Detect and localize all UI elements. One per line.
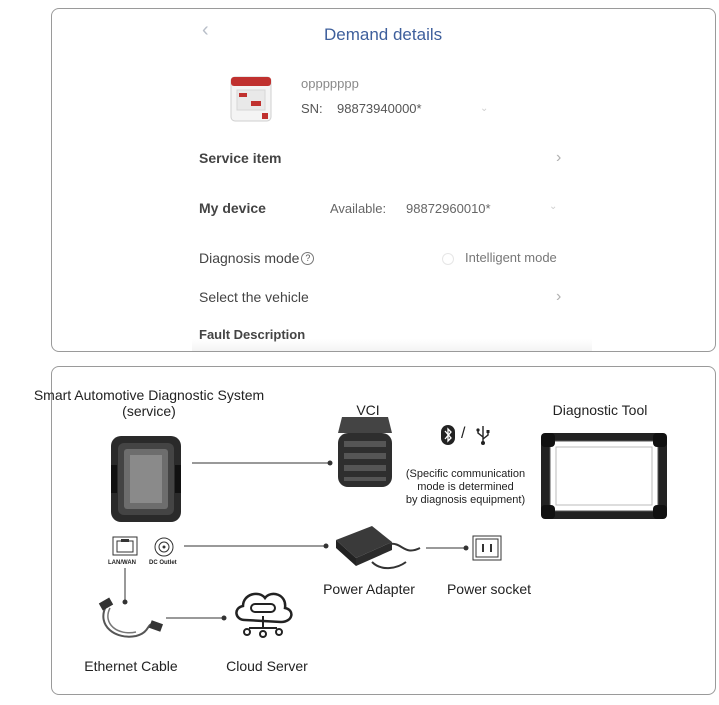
system-title: Smart Automotive Diagnostic System (serv… — [33, 387, 265, 419]
ethernet-cable-icon — [98, 597, 164, 638]
comm-separator: / — [461, 425, 466, 442]
my-device-label: My device — [199, 200, 266, 216]
vci-label: VCI — [356, 402, 380, 418]
comm-note: (Specific communication mode is determin… — [405, 468, 526, 506]
select-vehicle-label: Select the vehicle — [199, 289, 309, 305]
lan-port-icon — [112, 536, 138, 556]
diagnosis-mode-row: Diagnosis mode? Intelligent mode — [192, 245, 572, 273]
diagnosis-mode-label: Diagnosis mode — [199, 250, 300, 266]
cloud-server-icon — [235, 592, 293, 638]
select-vehicle-row[interactable]: Select the vehicle › — [192, 285, 572, 313]
service-item-label: Service item — [199, 150, 282, 166]
intelligent-mode-radio[interactable] — [442, 253, 454, 265]
scroll-fade — [192, 339, 592, 351]
dc-outlet-label: DC Outlet — [149, 560, 177, 566]
available-label: Available: — [330, 201, 387, 216]
power-adapter-icon — [336, 526, 421, 569]
power-adapter-label: Power Adapter — [323, 581, 415, 597]
ethernet-cable-label: Ethernet Cable — [84, 658, 178, 674]
dc-outlet-icon — [154, 537, 174, 557]
diagnostic-tool-label: Diagnostic Tool — [552, 402, 648, 418]
chevron-right-icon: › — [556, 149, 562, 166]
diagnostic-tool-tablet — [541, 433, 667, 519]
page-title: Demand details — [324, 25, 443, 44]
power-socket-icon — [472, 535, 502, 561]
bluetooth-icon — [441, 425, 455, 445]
chevron-right-icon: › — [556, 288, 562, 305]
service-item-row[interactable]: Service item › — [192, 145, 572, 173]
vci-device — [338, 417, 392, 487]
diagnostic-server-unit — [111, 436, 181, 522]
help-icon[interactable]: ? — [301, 252, 315, 265]
chevron-down-icon[interactable]: ⌄ — [480, 103, 489, 114]
device-thumbnail — [229, 75, 273, 123]
chevron-left-icon[interactable]: ‹ — [202, 19, 209, 41]
device-sn-value: 98873940000* — [337, 101, 422, 116]
power-socket-label: Power socket — [446, 581, 532, 597]
device-name: oppppppp — [301, 76, 359, 91]
chevron-down-icon[interactable]: ⌄ — [549, 201, 558, 212]
my-device-row[interactable]: My device Available: 98872960010* ⌄ — [192, 195, 572, 223]
demand-details-panel: ‹ Demand details oppppppp SN: 9887394000… — [51, 8, 716, 352]
device-sn-label: SN: — [301, 101, 323, 116]
intelligent-mode-label: Intelligent mode — [465, 250, 557, 265]
fault-description-label: Fault Description — [199, 327, 306, 342]
cloud-server-label: Cloud Server — [226, 658, 308, 674]
available-device-sn: 98872960010* — [406, 201, 491, 216]
usb-icon — [476, 426, 490, 445]
lan-port-label: LAN/WAN — [108, 560, 136, 566]
